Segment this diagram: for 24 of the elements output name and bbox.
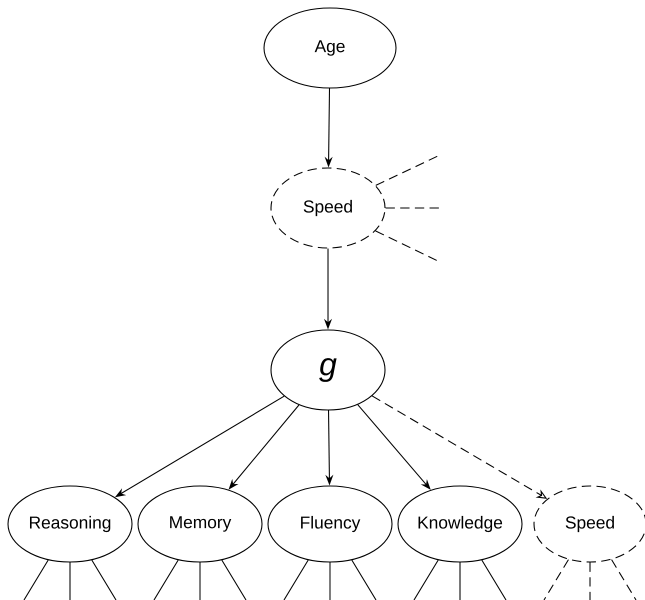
ellipse-node: Fluency xyxy=(267,485,393,563)
ellipse-node: g xyxy=(270,329,386,411)
line xyxy=(386,207,440,209)
line xyxy=(376,154,440,186)
ellipse-node: Speed xyxy=(270,167,386,249)
line xyxy=(221,560,246,600)
line xyxy=(351,560,376,600)
line xyxy=(284,560,309,600)
line xyxy=(544,559,569,600)
ellipse-node: Memory xyxy=(137,485,263,563)
line xyxy=(459,562,461,600)
line xyxy=(611,559,636,600)
ellipse-node: Knowledge xyxy=(397,485,523,563)
line xyxy=(414,560,439,600)
line xyxy=(69,562,71,600)
line xyxy=(589,562,591,600)
line xyxy=(24,560,49,600)
line xyxy=(199,562,201,600)
ellipse-node: Age xyxy=(263,7,397,89)
ellipse-node: Reasoning xyxy=(7,485,133,563)
line xyxy=(91,560,116,600)
line xyxy=(481,560,506,600)
line xyxy=(154,560,179,600)
line xyxy=(329,562,331,600)
